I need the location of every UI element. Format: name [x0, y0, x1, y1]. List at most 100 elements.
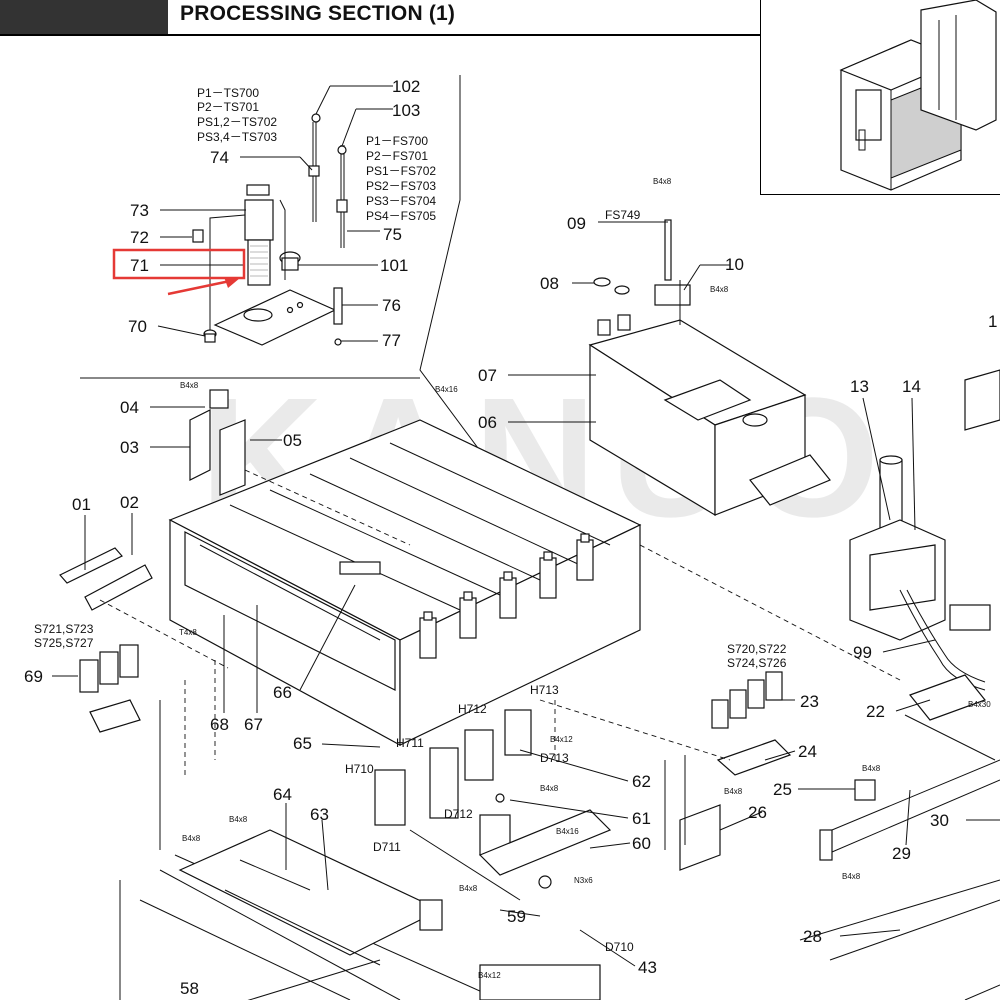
screw-label-b4x8-d: B4x8 — [540, 784, 559, 793]
screw-label-b4x8-f: B4x8 — [229, 815, 248, 824]
label-29: 29 — [892, 844, 911, 863]
screw-label-t4x8: T4x8 — [179, 628, 197, 637]
screw-label-b4x30: B4x30 — [968, 700, 991, 709]
label-24: 24 — [798, 742, 817, 761]
label-08: 08 — [540, 274, 559, 293]
sensor-label-d713: D713 — [540, 751, 569, 765]
leader-lines-main — [52, 221, 1000, 1000]
label-10: 10 — [725, 255, 744, 274]
label-71: 71 — [130, 256, 149, 275]
label-69: 69 — [24, 667, 43, 686]
valve-label-s720: S720,S722 — [727, 642, 787, 656]
sensor-label-ps1-fs702: PS1－FS702 — [366, 164, 436, 178]
machine-overview-thumbnail — [760, 0, 1000, 195]
sensor-label-ps4-fs705: PS4－FS705 — [366, 209, 436, 223]
label-61: 61 — [632, 809, 651, 828]
label-03: 03 — [120, 438, 139, 457]
filter-housing — [244, 184, 274, 286]
label-09: 09 — [567, 214, 586, 233]
replenisher-tank — [588, 314, 831, 517]
screw-label-b4x8-c: B4x8 — [180, 381, 199, 390]
sensor-label-ps12-ts702: PS1,2－TS702 — [197, 115, 277, 129]
label-58: 58 — [180, 979, 199, 998]
screw-label-b4x8-i: B4x8 — [862, 764, 881, 773]
highlight-marker-71 — [112, 248, 246, 296]
label-25: 25 — [773, 780, 792, 799]
label-103: 103 — [392, 101, 420, 120]
heater-assembly — [374, 709, 612, 889]
label-72: 72 — [130, 228, 149, 247]
heater-label-h711: H711 — [396, 736, 424, 750]
screw-labels: B4x8 B4x8 B4x8 B4x16 T4x8 B4x12 B4x8 B4x… — [179, 177, 991, 980]
label-30: 30 — [930, 811, 949, 830]
screw-label-b4x8-h: B4x8 — [459, 884, 478, 893]
valve-label-s721: S721,S723 — [34, 622, 94, 636]
filter-base-plate — [213, 289, 337, 346]
label-76: 76 — [382, 296, 401, 315]
screw-label-b4x12-a: B4x12 — [550, 735, 573, 744]
label-22: 22 — [866, 702, 885, 721]
sensor-label-p2-fs701: P2－FS701 — [366, 149, 428, 163]
sensor-label-d710: D710 — [605, 940, 634, 954]
label-67: 67 — [244, 715, 263, 734]
header-block — [0, 0, 168, 34]
label-75: 75 — [383, 225, 402, 244]
label-05: 05 — [283, 431, 302, 450]
right-side-frame — [799, 369, 1000, 1000]
brackets-01-05 — [59, 389, 246, 611]
label-102: 102 — [392, 77, 420, 96]
label-04: 04 — [120, 398, 139, 417]
inset-details — [192, 113, 348, 346]
sensor-label-fs749: FS749 — [605, 208, 641, 222]
sensor-label-ps3-fs704: PS3－FS704 — [366, 194, 436, 208]
label-62: 62 — [632, 772, 651, 791]
label-68: 68 — [210, 715, 229, 734]
solenoid-valves-23 — [711, 671, 792, 776]
sensor-label-p1-ts700: P1－TS700 — [197, 86, 259, 100]
sensor-label-p1-fs700: P1－FS700 — [366, 134, 428, 148]
label-23: 23 — [800, 692, 819, 711]
screw-label-b4x8-a: B4x8 — [653, 177, 672, 186]
circulation-column — [849, 455, 991, 691]
sensor-label-d711: D711 — [373, 840, 401, 854]
solenoid-valves-69 — [79, 644, 141, 733]
label-43: 43 — [638, 958, 657, 977]
label-07: 07 — [478, 366, 497, 385]
screw-label-n3x6: N3x6 — [574, 876, 593, 885]
float-sensor-fs749 — [593, 219, 691, 325]
label-73: 73 — [130, 201, 149, 220]
heater-label-h713: H713 — [530, 683, 559, 697]
label-60: 60 — [632, 834, 651, 853]
leader-lines-inset — [157, 85, 393, 342]
sensor-label-p2-ts701: P2－TS701 — [197, 100, 259, 114]
sensor-label-ps2-fs703: PS2－FS703 — [366, 179, 436, 193]
label-13: 13 — [850, 377, 869, 396]
base-frame — [119, 700, 721, 1000]
heater-label-h712: H712 — [458, 702, 487, 716]
label-70: 70 — [128, 317, 147, 336]
label-1: 1 — [988, 312, 997, 331]
page-header: PROCESSING SECTION (1) — [0, 0, 760, 36]
label-06: 06 — [478, 413, 497, 432]
label-65: 65 — [293, 734, 312, 753]
rack-heads — [419, 533, 594, 659]
label-26: 26 — [748, 803, 767, 822]
dashed-guides — [99, 469, 901, 775]
screw-label-b4x16-b: B4x16 — [556, 827, 579, 836]
heater-label-h710: H710 — [345, 762, 374, 776]
screw-label-b4x8-b: B4x8 — [710, 285, 729, 294]
label-99: 99 — [853, 643, 872, 662]
machine-overview-drawing — [839, 0, 997, 191]
screw-label-b4x8-g: B4x8 — [182, 834, 201, 843]
sensor-label-d712: D712 — [444, 807, 473, 821]
sensor-labels: P1－TS700 P2－TS701 PS1,2－TS702 PS3,4－TS70… — [34, 86, 787, 954]
screw-label-b4x8-e: B4x8 — [724, 787, 743, 796]
label-77: 77 — [382, 331, 401, 350]
label-14: 14 — [902, 377, 921, 396]
page-title: PROCESSING SECTION (1) — [180, 2, 456, 25]
label-66: 66 — [273, 683, 292, 702]
label-02: 02 — [120, 493, 139, 512]
valve-label-s724: S724,S726 — [727, 656, 787, 670]
label-01: 01 — [72, 495, 91, 514]
